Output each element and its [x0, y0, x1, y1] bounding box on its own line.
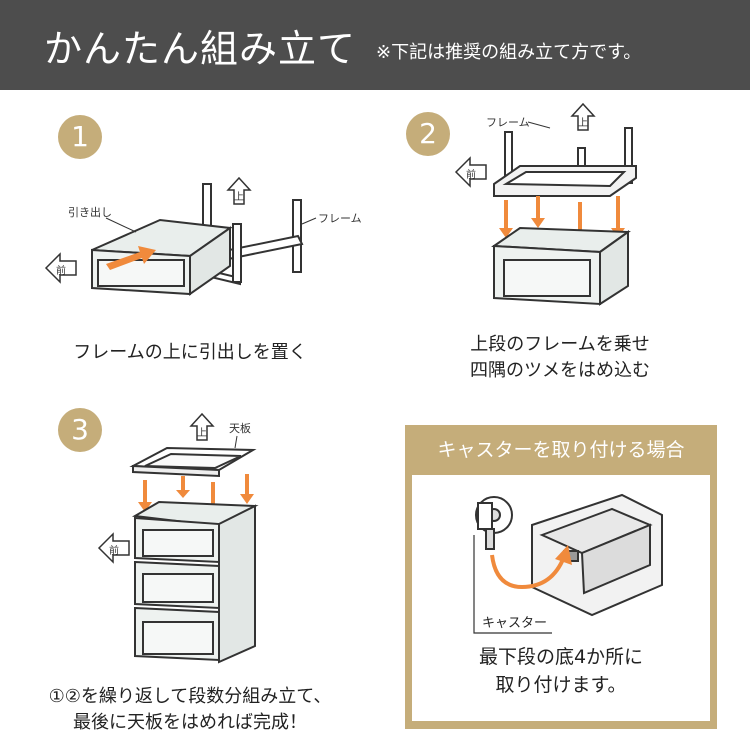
- frame-label: フレーム: [486, 116, 530, 129]
- step-2-number: 2: [406, 112, 450, 156]
- upper-frame-shape: [493, 127, 637, 197]
- top-board-label: 天板: [229, 421, 251, 435]
- up-arrow-icon: [570, 102, 596, 131]
- drawer-bottom-shape: [531, 493, 663, 617]
- header-bar: かんたん組み立て ※下記は推奨の組み立て方です。: [0, 0, 750, 90]
- drawer-3: [134, 606, 220, 662]
- orange-arrow: [106, 246, 156, 270]
- caster-inner-panel: キャスター 最下段の底4か所に 取り付けます。: [412, 475, 710, 721]
- front-label: 前: [466, 168, 476, 181]
- up-label: 上: [578, 117, 588, 129]
- front-label: 前: [56, 264, 66, 277]
- caster-caption: 最下段の底4か所に 取り付けます。: [478, 646, 644, 696]
- drawer-1: [134, 516, 220, 564]
- orange-curve-arrow: [490, 554, 566, 590]
- down-arrows: [499, 196, 625, 250]
- up-label: 上: [234, 191, 244, 203]
- up-arrow-icon: [189, 412, 215, 441]
- drawer-label: 引き出し: [68, 205, 112, 219]
- drawer-shape: [491, 226, 631, 306]
- up-arrow-icon: [226, 176, 252, 205]
- caster-wheel-icon: [475, 496, 513, 550]
- step-3-number: 3: [58, 408, 102, 452]
- page-title: かんたん組み立て: [44, 27, 357, 71]
- front-arrow-icon: [44, 252, 77, 284]
- drawer-2: [134, 560, 220, 610]
- page-subtitle: ※下記は推奨の組み立て方です。: [376, 42, 642, 63]
- caster-panel: キャスターを取り付ける場合 キャスター 最: [405, 425, 717, 729]
- step-1-number: 1: [58, 115, 102, 159]
- step-1-illustration: 上 前 引き出し フレーム: [44, 176, 362, 296]
- up-label: 上: [197, 427, 207, 439]
- step-1-caption: フレームの上に引出しを置く: [73, 342, 307, 363]
- top-board-shape: [129, 446, 257, 478]
- caster-label: キャスター: [482, 616, 547, 631]
- step-2-caption: 上段のフレームを乗せ 四隅のツメをはめ込む: [470, 334, 650, 381]
- front-arrow-icon: [454, 156, 487, 188]
- drawer-stack-shape: [131, 500, 259, 664]
- frame-label: フレーム: [318, 212, 362, 225]
- caster-illustration: キャスター: [473, 493, 663, 634]
- step-2-illustration: フレーム 上 前: [454, 102, 637, 306]
- front-label: 前: [109, 544, 119, 557]
- front-arrow-icon: [97, 532, 130, 564]
- step-3-caption: ①②を繰り返して段数分組み立て、 最後に天板をはめれば完成！: [48, 686, 332, 733]
- step-3-illustration: 天板 上 前: [97, 412, 259, 664]
- caster-title: キャスターを取り付ける場合: [437, 439, 685, 461]
- drawer-shape: [91, 218, 233, 296]
